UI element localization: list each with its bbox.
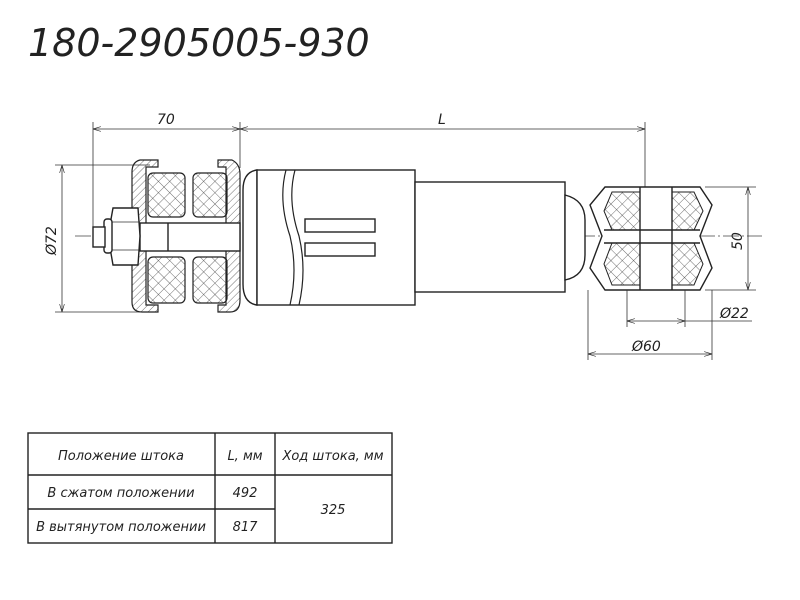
table-cell: 817 [233, 520, 259, 535]
svg-text:Ø60: Ø60 [631, 339, 661, 355]
svg-text:L: L [438, 112, 446, 128]
dimension-L: L [240, 112, 646, 188]
svg-text:70: 70 [157, 112, 175, 128]
table-cell: 325 [321, 503, 346, 518]
table-cell: В вытянутом положении [36, 520, 206, 535]
drawing-title: 180-2905005-930 [28, 21, 370, 65]
table-cell: 492 [233, 486, 258, 501]
svg-text:Ø72: Ø72 [44, 226, 60, 256]
dimension-dia22: Ø22 [626, 290, 752, 327]
dimension-dia60: Ø60 [587, 290, 713, 360]
table-cell: В сжатом положении [47, 486, 194, 501]
table-header: L, мм [227, 449, 262, 464]
label-slot [304, 242, 376, 257]
left-mount [92, 159, 241, 313]
label-slot [304, 218, 376, 233]
stroke-table: Положение штока L, мм Ход штока, мм В сж… [27, 432, 393, 544]
shock-absorber-body [242, 169, 586, 306]
svg-text:50: 50 [730, 232, 746, 250]
svg-text:Ø22: Ø22 [719, 306, 749, 322]
table-header: Положение штока [58, 449, 184, 464]
dimension-70: 70 [92, 112, 241, 228]
right-eye-bushing [589, 186, 713, 291]
table-header: Ход штока, мм [281, 449, 383, 464]
dimension-50: 50 [705, 186, 756, 291]
